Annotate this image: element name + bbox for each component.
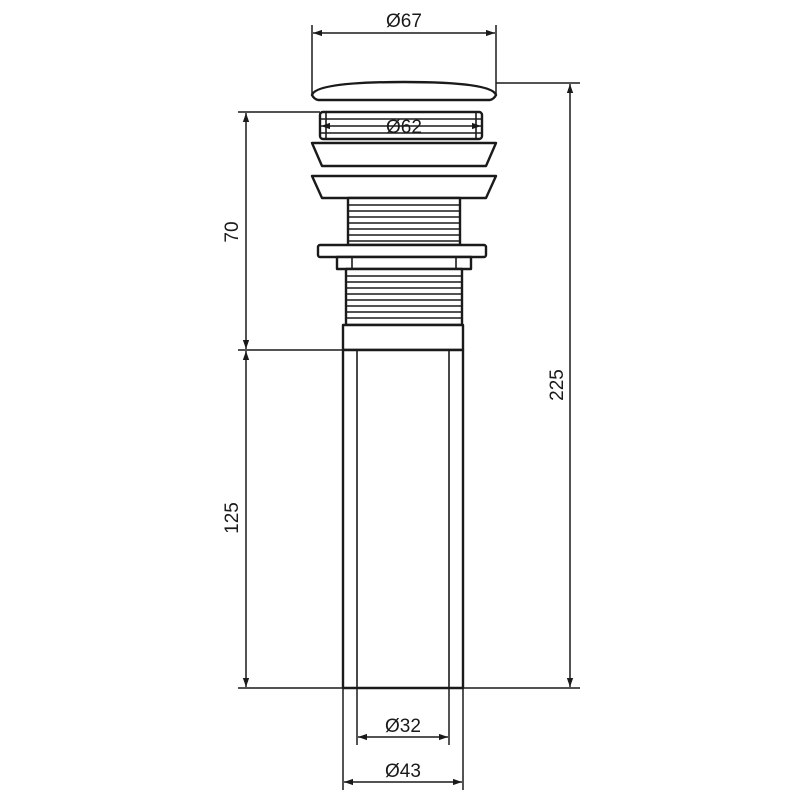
flange-diameter-label: Ø62: [386, 117, 422, 138]
dome-cap: [310, 80, 498, 102]
collar: [341, 323, 465, 352]
upper-thread: [346, 196, 462, 247]
tube-inner-diameter-label: Ø32: [385, 716, 421, 737]
washer: [335, 255, 473, 271]
lower-thread: [344, 267, 464, 327]
cap-diameter-label: Ø67: [386, 11, 422, 32]
total-height-label: 225: [547, 369, 568, 401]
tube-outer-diameter-label: Ø43: [385, 761, 421, 782]
lock-nut: [316, 243, 488, 259]
drain-body: [310, 80, 498, 690]
upper-height-label: 70: [222, 221, 243, 242]
middle-ring: [310, 174, 498, 200]
tail-pipe: [341, 348, 465, 690]
upper-ring: [310, 141, 498, 168]
lower-height-label: 125: [222, 502, 243, 534]
dimension-lines: [238, 25, 580, 790]
